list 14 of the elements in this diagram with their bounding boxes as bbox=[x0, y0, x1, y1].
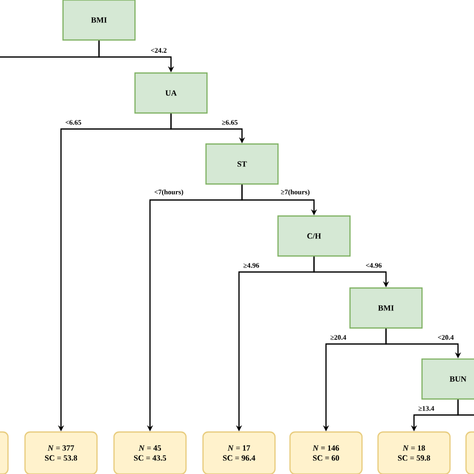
decision-box: C/H bbox=[277, 215, 351, 257]
leaf-box: N = 18 SC = 59.8 bbox=[377, 431, 451, 474]
leaf-box: N = 17 SC = 96.4 bbox=[202, 431, 276, 474]
leaf-box bbox=[465, 431, 474, 474]
leaf-box: N = 146 SC = 60 bbox=[289, 431, 363, 474]
decision-box: BMI bbox=[62, 0, 136, 41]
arrow bbox=[457, 400, 474, 416]
decision-box: ST bbox=[205, 143, 279, 185]
decision-box: BUN bbox=[421, 358, 474, 400]
leaf-box bbox=[0, 431, 9, 474]
leaf-box: N = 45 SC = 43.5 bbox=[113, 431, 187, 474]
leaf-box: N = 377 SC = 53.8 bbox=[24, 431, 98, 474]
decision-box: UA bbox=[134, 72, 208, 114]
decision-box: BMI bbox=[349, 287, 423, 329]
